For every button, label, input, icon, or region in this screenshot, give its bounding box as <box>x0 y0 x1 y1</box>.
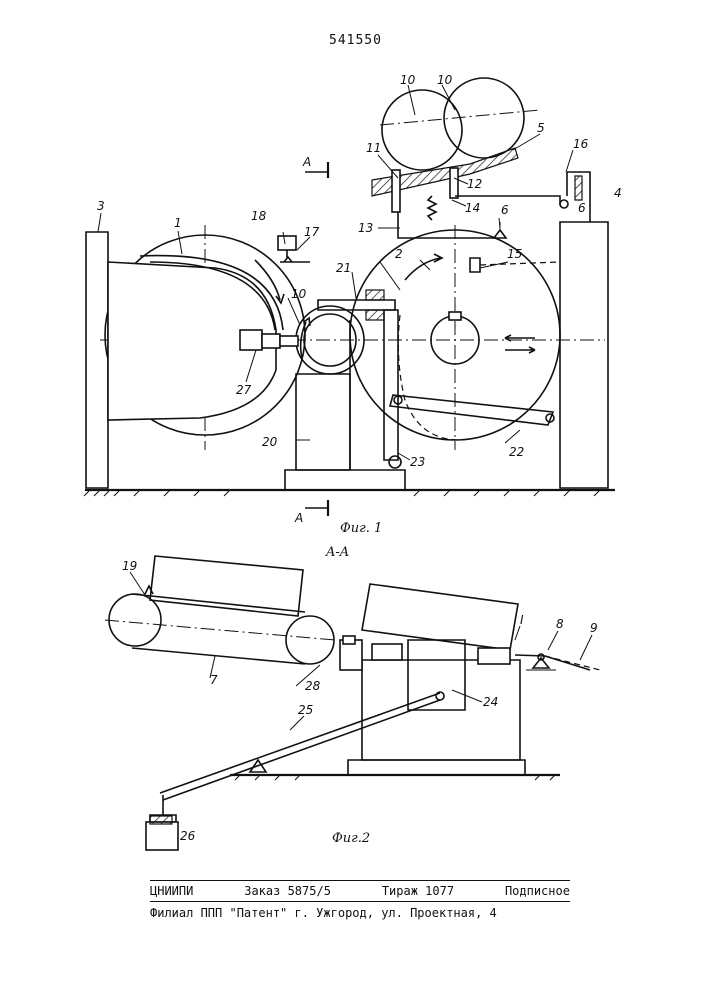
wheel-housing <box>107 261 277 421</box>
section-mark-bottom: A <box>294 511 303 525</box>
subscription: Подписное <box>504 884 570 898</box>
finger-15 <box>469 257 481 273</box>
lever-25 <box>159 692 441 801</box>
publication-info-row: ЦНИИПИ Заказ 5875/5 Тираж 1077 Подписное <box>150 880 570 902</box>
label-7: 7 <box>210 673 218 687</box>
order-number: Заказ 5875/5 <box>244 884 331 898</box>
label-10a: 10 <box>400 73 416 87</box>
stop-12 <box>449 167 459 199</box>
circulation: Тираж 1077 <box>381 884 455 898</box>
label-27: 27 <box>236 383 252 397</box>
label-I: I <box>520 613 524 627</box>
label-21: 21 <box>336 261 351 275</box>
arm-21 <box>317 299 396 311</box>
frame-4 <box>559 221 609 489</box>
stop-11 <box>391 169 401 213</box>
column-23 <box>383 309 399 461</box>
pedestal-20 <box>295 373 351 471</box>
figure-2: A-A Фиг.2 <box>104 545 601 851</box>
org-name: ЦНИИПИ <box>150 884 194 898</box>
publication-footer: ЦНИИПИ Заказ 5875/5 Тираж 1077 Подписное… <box>150 880 570 920</box>
branch-address: Филиал ППП "Патент" г. Ужгород, ул. Прое… <box>150 906 497 920</box>
fig2-caption: Фиг.2 <box>332 831 370 846</box>
label-25: 25 <box>298 703 313 717</box>
label-6a: 6 <box>501 203 509 217</box>
bracket-16 <box>566 171 591 222</box>
label-3: 3 <box>97 199 105 213</box>
patent-number: 541550 <box>329 33 382 48</box>
label-11: 11 <box>366 141 381 155</box>
label-20: 20 <box>262 435 278 449</box>
label-1: 1 <box>174 216 182 230</box>
label-9: 9 <box>590 621 598 635</box>
label-6b: 6 <box>578 201 586 215</box>
label-14: 14 <box>465 201 480 215</box>
roller-10-left <box>381 89 463 171</box>
label-26: 26 <box>180 829 196 843</box>
label-8: 8 <box>556 617 564 631</box>
frame-3 <box>85 231 109 489</box>
label-16: 16 <box>573 137 589 151</box>
label-15: 15 <box>507 247 522 261</box>
label-10b: 10 <box>437 73 453 87</box>
fig1-caption: Фиг. 1 <box>340 521 382 536</box>
label-19: 19 <box>122 559 137 573</box>
label-10c: 10 <box>291 287 307 301</box>
tray-5 <box>371 147 519 197</box>
lever-22 <box>388 394 555 426</box>
sensor-18 <box>277 235 297 251</box>
label-4: 4 <box>614 186 622 200</box>
label-18: 18 <box>251 209 267 223</box>
label-23: 23 <box>410 455 425 469</box>
leader-lines <box>97 84 593 840</box>
label-2: 2 <box>395 247 403 261</box>
label-5: 5 <box>537 121 545 135</box>
label-22: 22 <box>509 445 524 459</box>
roller-10-right <box>443 77 525 159</box>
figure-1: A A Фиг. 1 <box>83 77 615 536</box>
section-mark-top: A <box>302 155 311 169</box>
section-label: A-A <box>325 545 349 560</box>
label-17: 17 <box>304 225 320 239</box>
label-12: 12 <box>467 177 482 191</box>
label-13: 13 <box>358 221 373 235</box>
ground-hatch <box>83 489 601 497</box>
bar-13 <box>397 212 495 239</box>
conveyor-belt-7 <box>131 593 306 665</box>
label-28: 28 <box>305 679 321 693</box>
chuck-27 <box>239 329 263 351</box>
label-24: 24 <box>483 695 498 709</box>
